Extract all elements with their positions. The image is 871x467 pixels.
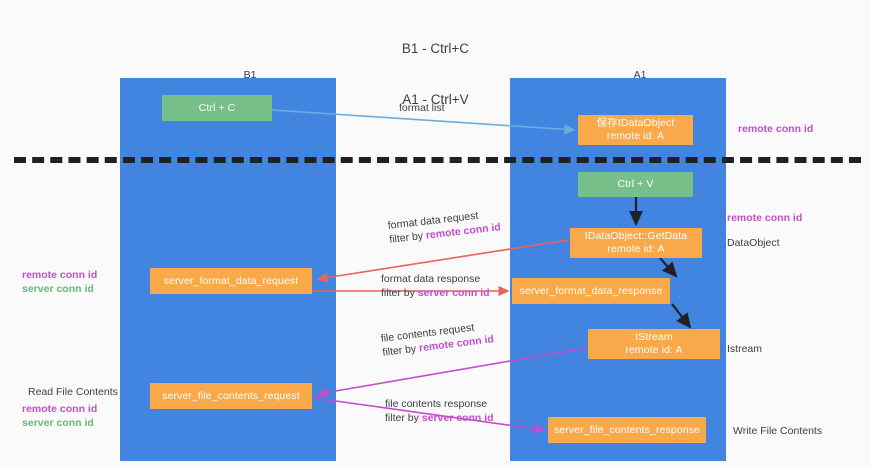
edge-label-file-contents-response: file contents response filter by server … <box>385 397 494 425</box>
phase-divider <box>14 157 861 163</box>
edge-label-file-contents-request: file contents request filter by remote c… <box>380 318 495 359</box>
annotation-server-conn-id: server conn id <box>22 283 94 295</box>
annotation-remote-conn-id-mid: remote conn id <box>727 212 803 224</box>
annotation-remote-conn-id-top: remote conn id <box>738 123 814 135</box>
node-istream[interactable]: IStream remote id: A <box>588 329 720 359</box>
title-line-1: B1 - Ctrl+C <box>401 41 470 56</box>
title-line-2: A1 - Ctrl+V <box>402 92 469 107</box>
filter-key-server-conn-id: server conn id <box>417 287 490 299</box>
edge-label-format-data-response-filter: filter by server conn id <box>381 286 490 300</box>
filter-prefix: filter by <box>385 412 422 424</box>
node-ctrl-v[interactable]: Ctrl + V <box>578 172 693 197</box>
node-server-format-data-response[interactable]: server_format_data_response <box>512 278 670 304</box>
filter-prefix: filter by <box>388 229 427 246</box>
edge-label-format-data-response-text: format data response <box>381 273 481 285</box>
annotation-remote-conn-id: remote conn id <box>22 269 98 281</box>
edge-label-file-contents-response-filter: filter by server conn id <box>385 411 494 425</box>
annotation-conn-ids-lower: remote conn id server conn id <box>22 402 97 430</box>
annotation-read-file-contents: Read File Contents <box>28 386 118 398</box>
edge-label-format-data-response: format data response filter by server co… <box>381 272 490 300</box>
annotation-dataobject: DataObject <box>727 237 780 249</box>
filter-prefix: filter by <box>381 342 420 359</box>
edge-label-format-data-request: format data request filter by remote con… <box>387 206 501 247</box>
annotation-conn-ids-upper: remote conn id server conn id <box>22 268 97 296</box>
node-idataobject-getdata[interactable]: IDataObject::GetData remote id: A <box>570 228 702 258</box>
node-server-file-contents-request[interactable]: server_file_contents_request <box>150 383 312 409</box>
diagram-title: B1 - Ctrl+C A1 - Ctrl+V <box>0 6 871 142</box>
edge-label-file-contents-response-text: file contents response <box>385 398 488 410</box>
edge-label-format-list-text: format list <box>399 102 445 114</box>
node-server-format-data-request[interactable]: server_format_data_request <box>150 268 312 294</box>
annotation-remote-conn-id: remote conn id <box>22 403 98 415</box>
node-ctrl-c[interactable]: Ctrl + C <box>162 95 272 121</box>
edge-label-format-list: format list <box>399 101 445 115</box>
filter-key-server-conn-id: server conn id <box>421 412 494 424</box>
node-server-file-contents-response[interactable]: server_file_contents_response <box>548 417 706 443</box>
annotation-server-conn-id: server conn id <box>22 417 94 429</box>
annotation-write-file-contents: Write File Contents <box>733 425 823 437</box>
annotation-istream: Istream <box>727 343 763 355</box>
filter-prefix: filter by <box>381 287 418 299</box>
node-save-idataobject[interactable]: 保存IDataObject remote id: A <box>578 115 693 145</box>
